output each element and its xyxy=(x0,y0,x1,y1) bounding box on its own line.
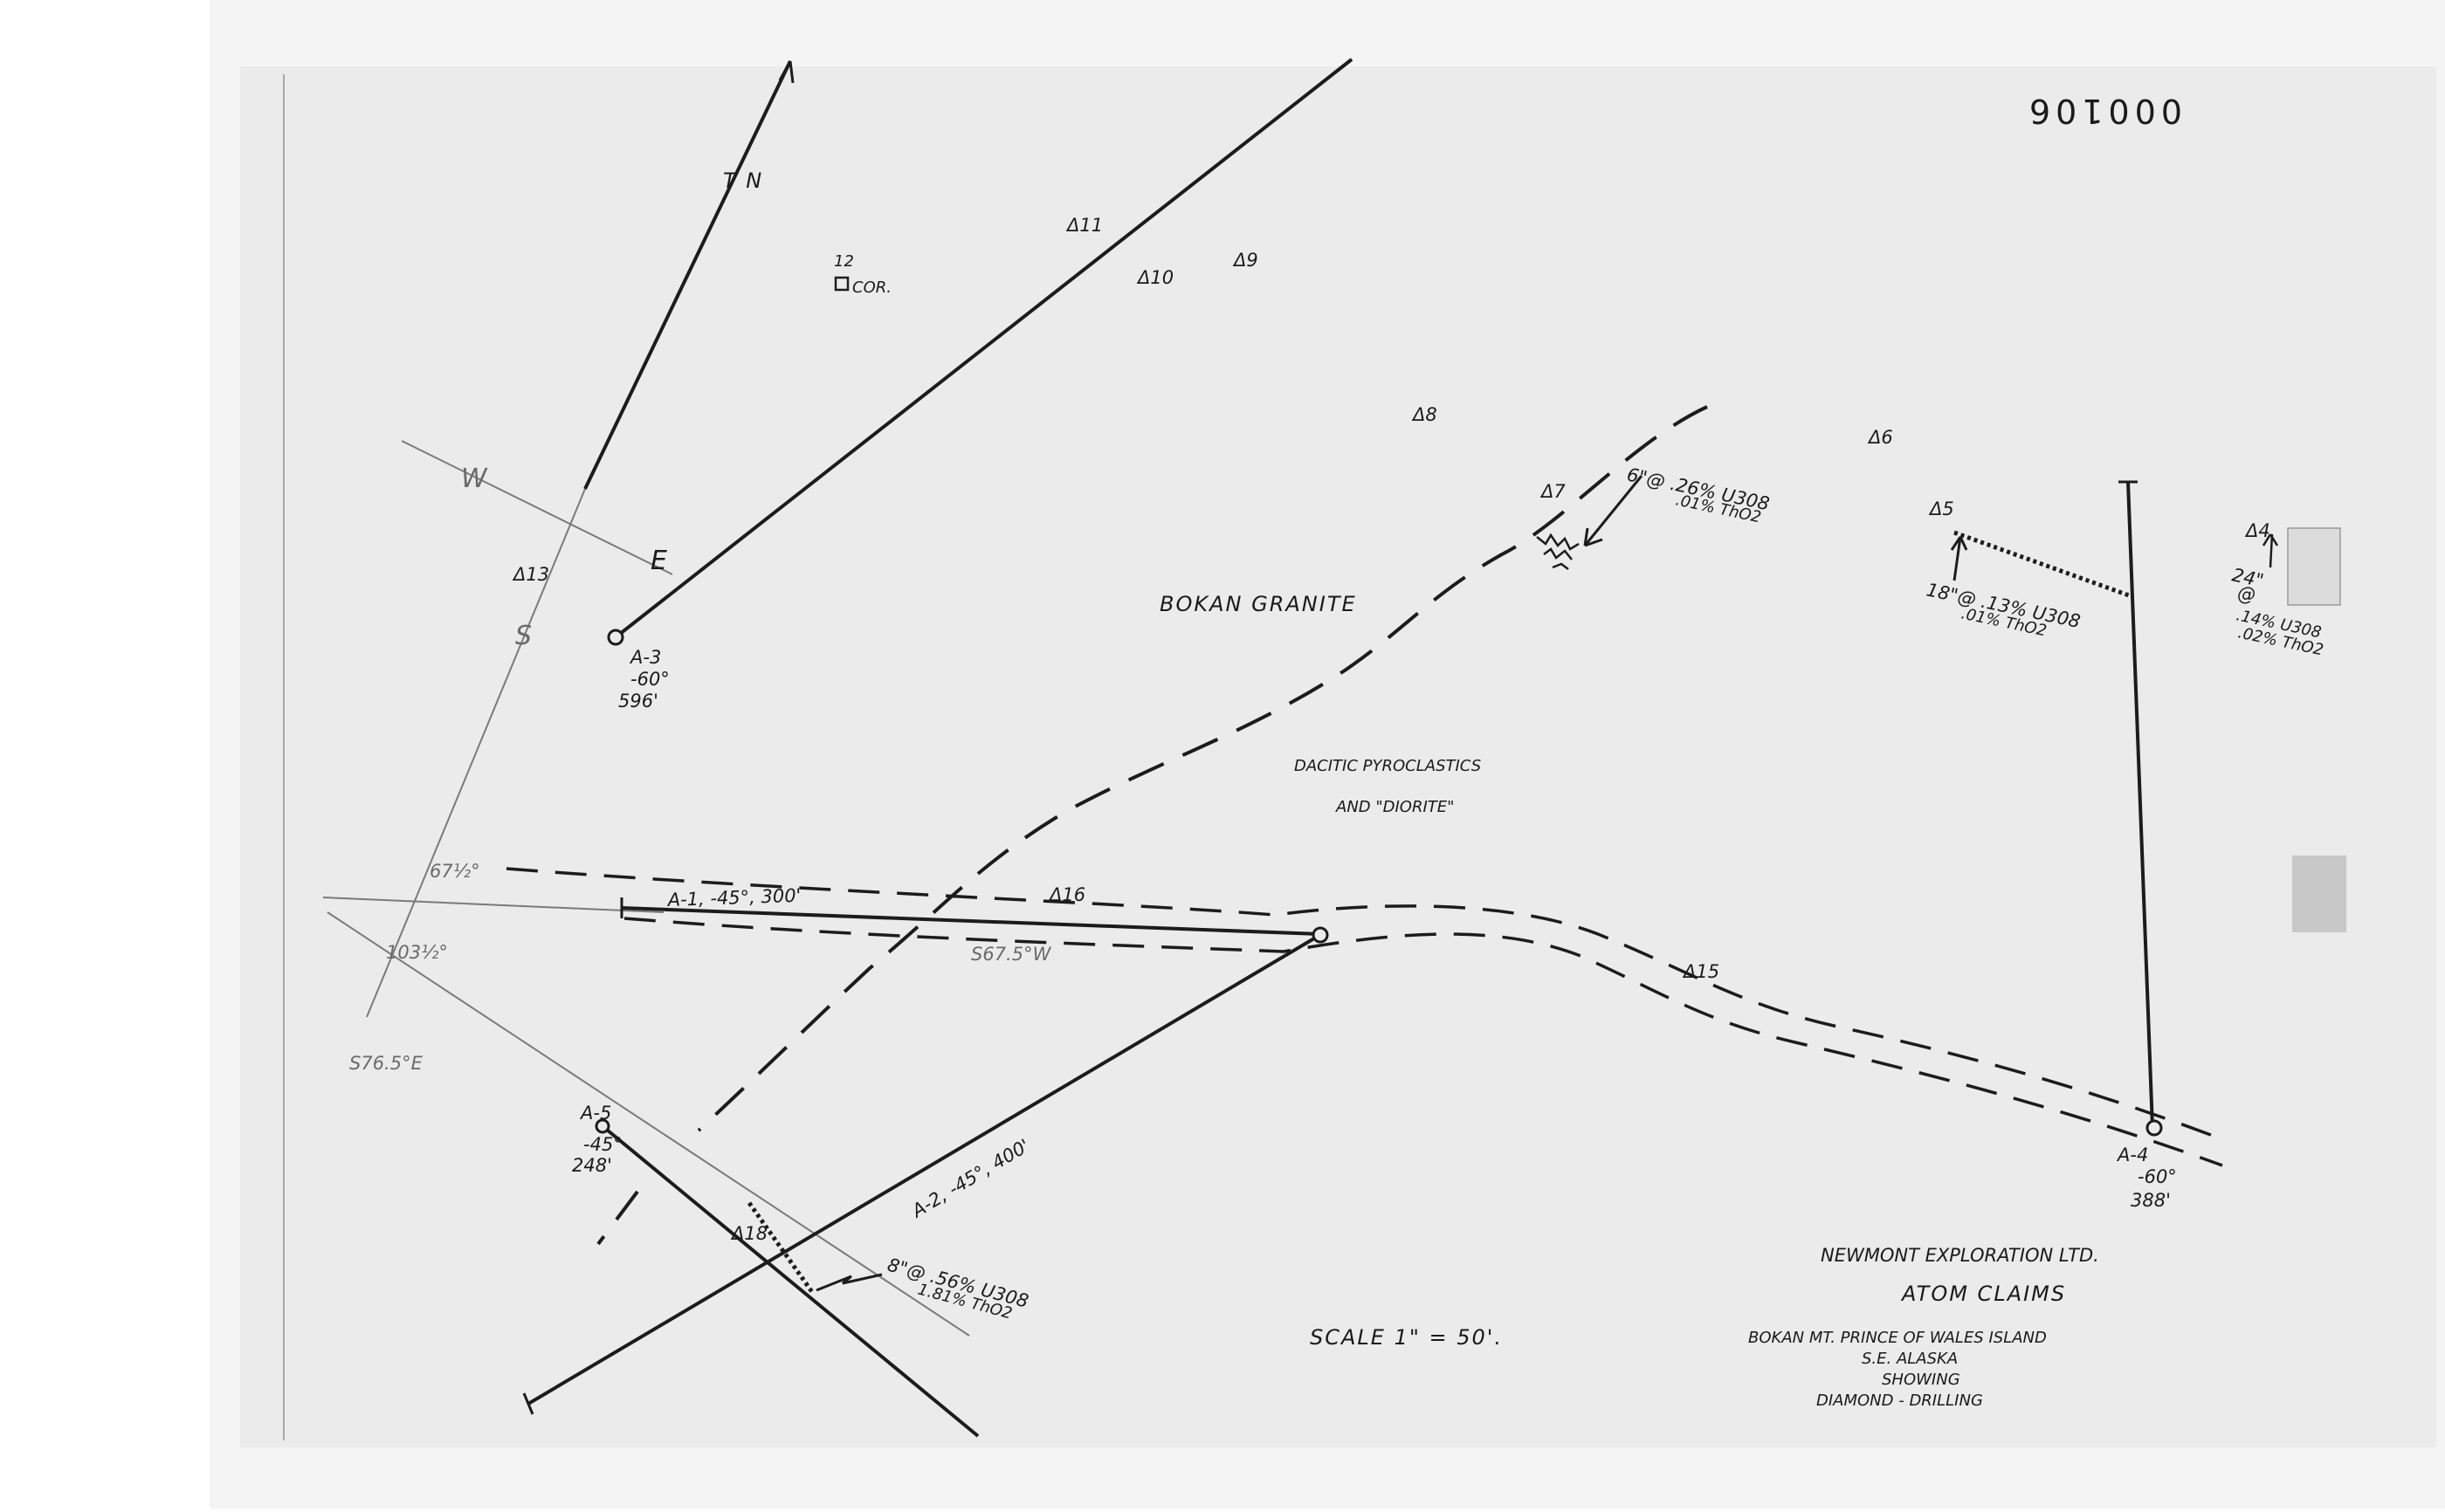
bearing-s76-5e: S76.5°E xyxy=(349,1053,424,1074)
hole-a4-depth: 388' xyxy=(2131,1190,2171,1211)
station-16: Δ16 xyxy=(1048,884,1085,905)
geology-dacitic-label-line1: DACITIC PYROCLASTICS xyxy=(1294,757,1481,775)
station-5: Δ5 xyxy=(1928,498,1954,519)
station-13: Δ13 xyxy=(512,564,549,585)
intercept-arrow-a4 xyxy=(1950,536,1968,581)
corner-marker-box xyxy=(834,276,850,292)
hole-a3-name: A-3 xyxy=(629,647,661,668)
hole-a5-angle: -45° xyxy=(583,1134,623,1155)
assay-3-line2: @ xyxy=(2237,584,2256,605)
edge-tab-top xyxy=(2287,527,2341,606)
bearing-103-5: 103½° xyxy=(386,942,448,963)
station-4: Δ4 xyxy=(2244,520,2270,541)
compass-north-label: T N xyxy=(723,168,763,193)
compass-east-label: E xyxy=(651,546,670,576)
bearing-67-5: 67½° xyxy=(430,861,480,882)
bearing-line-103 xyxy=(327,911,970,1337)
paper xyxy=(240,66,2436,1447)
edge-tab-bottom xyxy=(2292,856,2346,932)
drill-trace-a4 xyxy=(2126,481,2154,1129)
drill-trace-a3 xyxy=(614,58,1353,639)
intercept-arrow-st7 xyxy=(1583,475,1643,547)
hole-a4-name: A-4 xyxy=(2116,1144,2148,1165)
map-scale: SCALE 1" = 50'. xyxy=(1310,1325,1503,1350)
intercept-arrow-st4 xyxy=(2262,533,2279,568)
station-15: Δ15 xyxy=(1682,961,1719,982)
title-showing: SHOWING xyxy=(1882,1371,1960,1389)
hole-a5-name: A-5 xyxy=(579,1103,611,1124)
station-8: Δ8 xyxy=(1411,404,1437,425)
title-location: BOKAN MT. PRINCE OF WALES ISLAND xyxy=(1748,1329,2047,1347)
intercept-hatch-a2 xyxy=(747,1201,815,1294)
drill-a2-end-tick xyxy=(522,1392,534,1415)
hole-a3-depth: 596' xyxy=(618,691,658,711)
hole-a1-label: A-1, -45°, 300' xyxy=(665,885,801,911)
corner-marker-label: COR. xyxy=(852,278,892,297)
title-region: S.E. ALASKA xyxy=(1862,1350,1958,1368)
geology-contact-segment xyxy=(596,1190,639,1246)
station-6: Δ6 xyxy=(1867,427,1893,448)
title-company: NEWMONT EXPLORATION LTD. xyxy=(1821,1245,2099,1266)
hole-a4-angle: -60° xyxy=(2138,1166,2177,1187)
intercept-arrow-a2 xyxy=(816,1273,883,1292)
geology-contact-line xyxy=(697,405,1708,1132)
collar-a5 xyxy=(595,1118,610,1134)
zone-boundary-lower xyxy=(623,917,2223,1167)
geology-granite-label: BOKAN GRANITE xyxy=(1160,592,1357,616)
document-number: 000106 xyxy=(2024,92,2182,130)
outcrop-scribble xyxy=(1536,533,1580,570)
station-11: Δ11 xyxy=(1065,215,1103,236)
title-subject: DIAMOND - DRILLING xyxy=(1816,1392,1983,1410)
bearing-line-67 xyxy=(322,897,665,913)
intercept-hatch-a4 xyxy=(1953,530,2130,598)
compass-s-line xyxy=(366,488,586,1018)
drill-trace-a5 xyxy=(601,1124,980,1438)
compass-west-label: W xyxy=(461,464,490,494)
true-north-line xyxy=(583,60,792,490)
geology-dacitic-label-line2: AND "DIORITE" xyxy=(1335,798,1454,816)
drill-trace-a1 xyxy=(621,906,1321,936)
hole-a3-angle: -60° xyxy=(630,669,670,690)
station-18: Δ18 xyxy=(730,1223,768,1244)
station-9: Δ9 xyxy=(1232,250,1258,271)
zone-boundary-upper xyxy=(506,867,2223,1141)
station-10: Δ10 xyxy=(1136,267,1174,288)
collar-a1-a2 xyxy=(1312,926,1329,944)
drill-trace-a2 xyxy=(527,934,1320,1405)
title-project: ATOM CLAIMS xyxy=(1900,1282,2066,1306)
compass-south-label: S xyxy=(515,621,534,651)
north-arrow-head xyxy=(778,60,795,84)
bearing-s67-5w: S67.5°W xyxy=(971,944,1052,965)
compass-we-line xyxy=(401,440,673,575)
collar-a4 xyxy=(2145,1119,2163,1137)
hole-a5-depth: 248' xyxy=(572,1155,612,1176)
collar-a3 xyxy=(607,629,624,646)
corner-marker-number: 12 xyxy=(834,252,854,271)
station-7: Δ7 xyxy=(1539,481,1566,502)
